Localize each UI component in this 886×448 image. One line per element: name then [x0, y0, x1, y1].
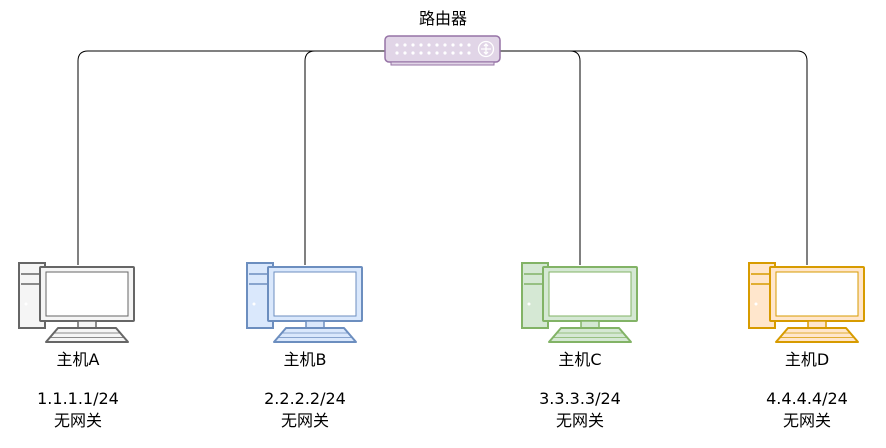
computer-monitor: [769, 266, 865, 329]
desktop-computer-icon: [521, 262, 638, 343]
computer-keyboard: [45, 327, 129, 343]
host-d-ip: 4.4.4.4/24: [766, 389, 848, 408]
router-icon: [384, 35, 501, 66]
computer-monitor: [39, 266, 135, 329]
host-a: [18, 262, 135, 343]
host-a-ip: 1.1.1.1/24: [37, 389, 119, 408]
host-b-name: 主机B: [284, 350, 327, 369]
desktop-computer-icon: [18, 262, 135, 343]
host-c: [521, 262, 638, 343]
link-router-host-a: [77, 50, 385, 265]
computer-keyboard: [273, 327, 357, 343]
host-d-gateway: 无网关: [783, 411, 831, 430]
computer-keyboard: [548, 327, 632, 343]
host-c-gateway: 无网关: [556, 411, 604, 430]
host-b-gateway: 无网关: [281, 411, 329, 430]
computer-keyboard: [775, 327, 859, 343]
desktop-computer-icon: [748, 262, 865, 343]
network-links: [77, 50, 808, 265]
host-d-name: 主机D: [785, 350, 829, 369]
host-a-gateway: 无网关: [54, 411, 102, 430]
host-b: [246, 262, 363, 343]
host-c-name: 主机C: [558, 350, 601, 369]
host-b-ip: 2.2.2.2/24: [264, 389, 346, 408]
link-router-host-d: [500, 50, 808, 265]
host-c-ip: 3.3.3.3/24: [539, 389, 621, 408]
link-router-host-b: [304, 50, 385, 265]
computer-monitor: [267, 266, 363, 329]
desktop-computer-icon: [246, 262, 363, 343]
link-router-host-c: [500, 50, 581, 265]
host-a-name: 主机A: [57, 350, 100, 369]
computer-monitor: [542, 266, 638, 329]
host-d: [748, 262, 865, 343]
router-label: 路由器: [419, 9, 467, 28]
